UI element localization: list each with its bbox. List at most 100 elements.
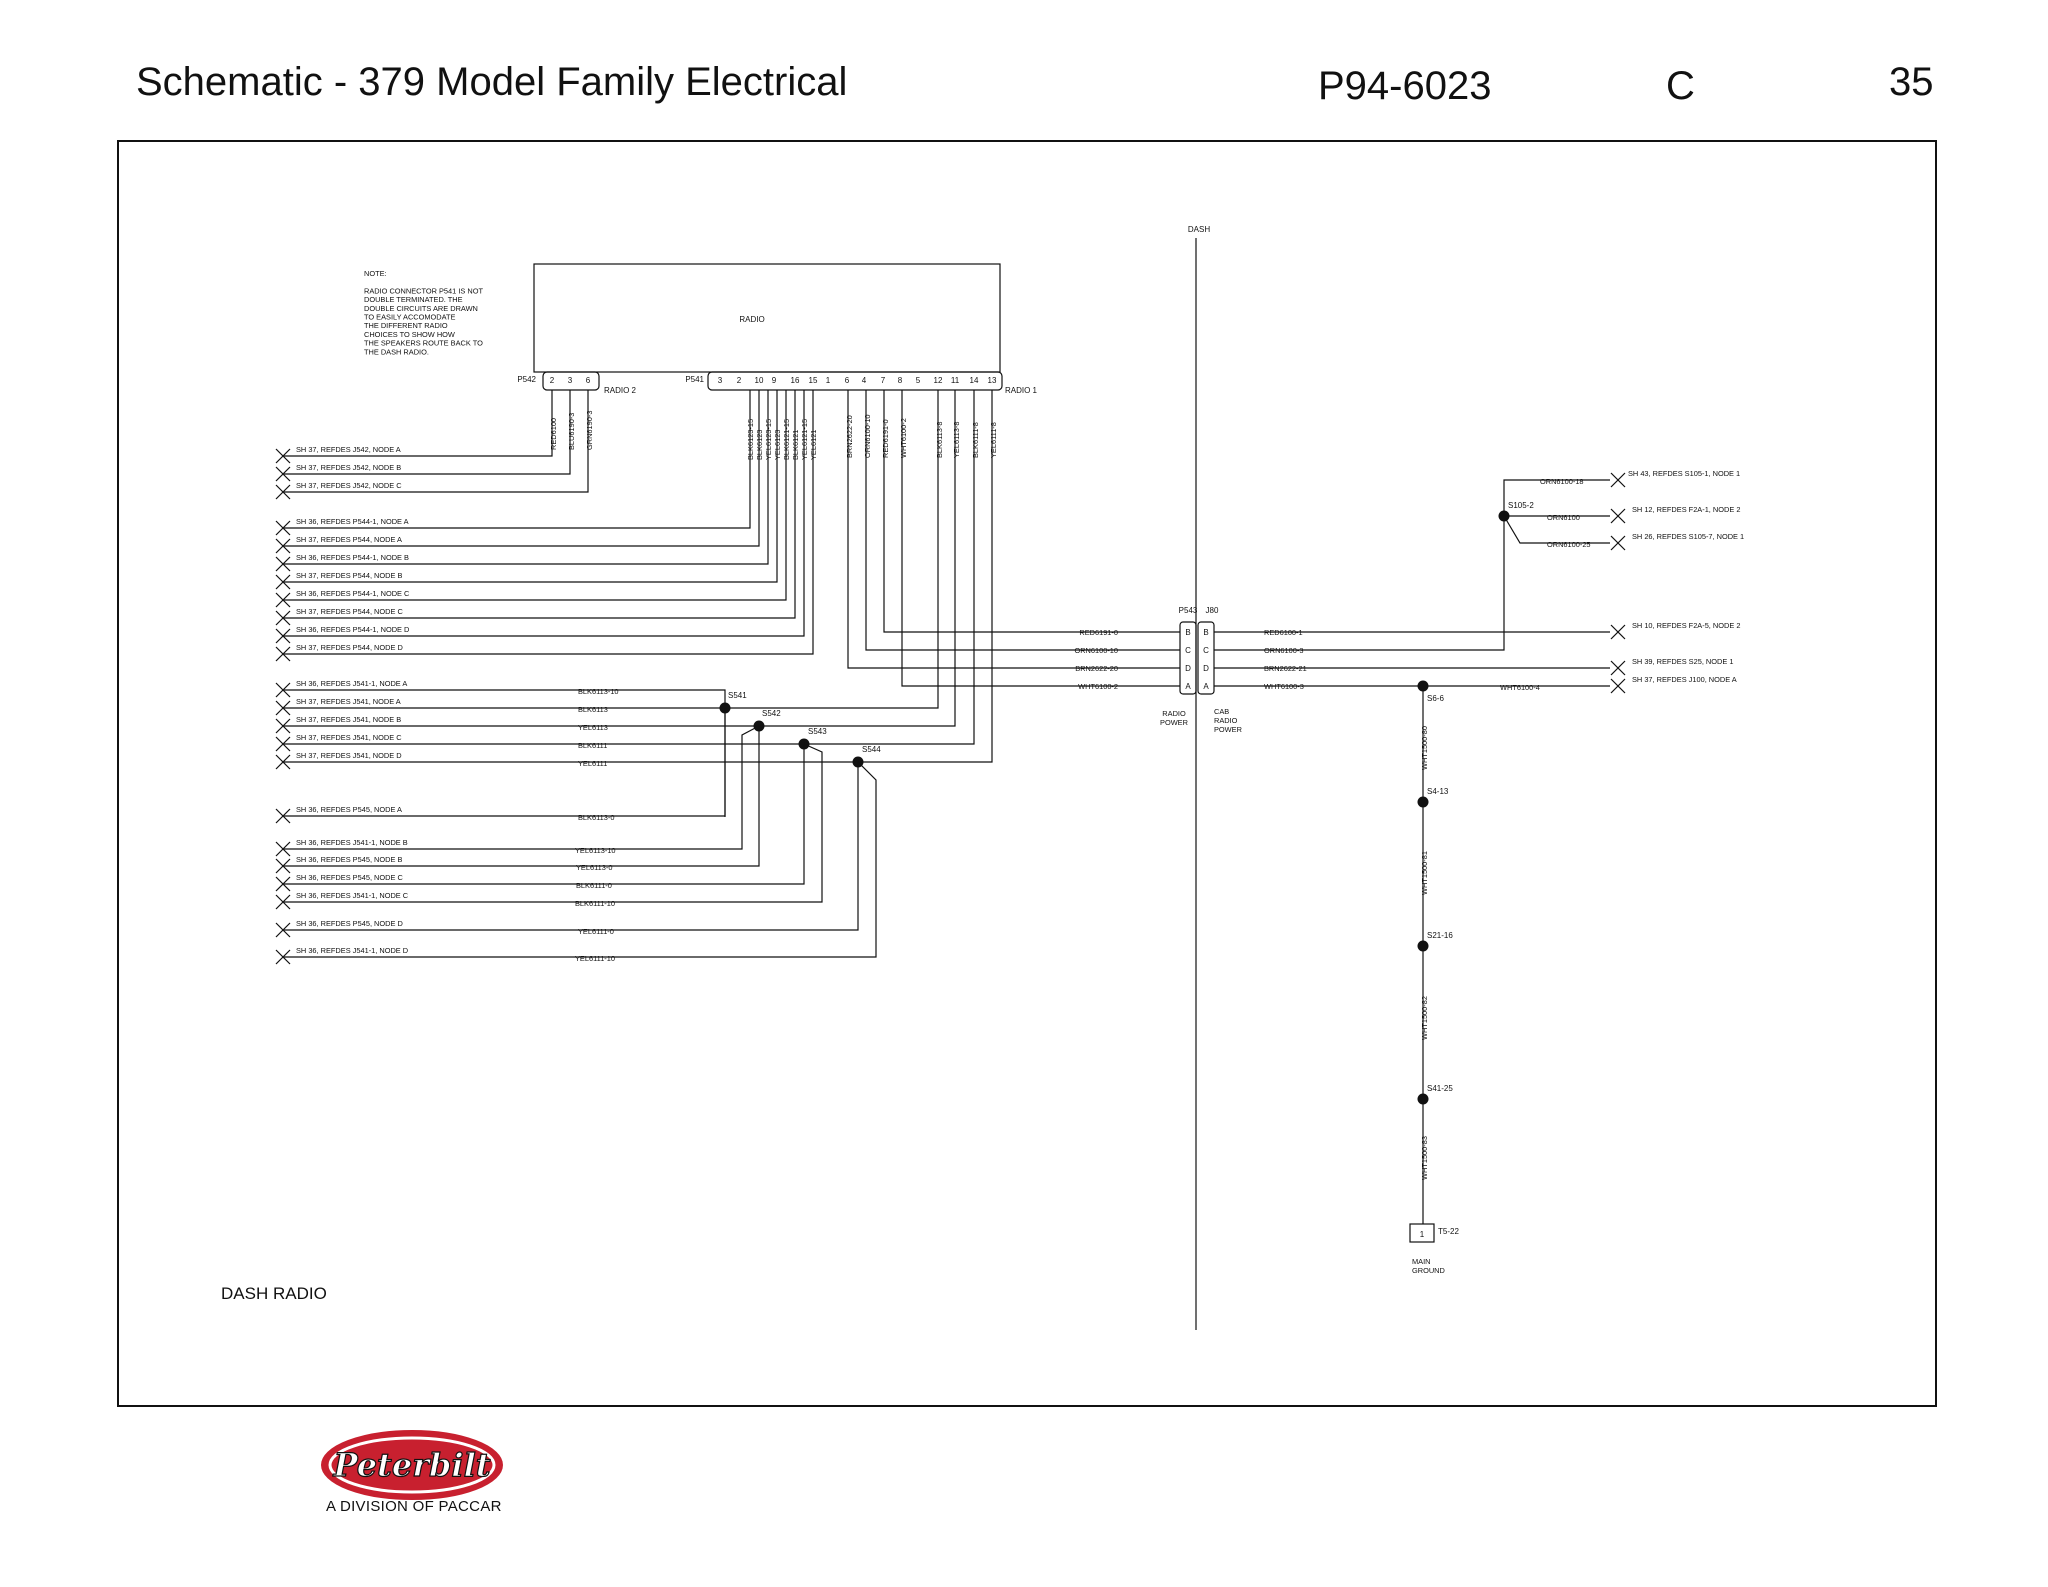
p541-speaker-wire xyxy=(284,390,805,637)
vertical-wire-label: GRN6190-3 xyxy=(585,411,594,450)
ground-wire-label: WHT1500-83 xyxy=(1420,1136,1429,1180)
orn-wire xyxy=(1503,479,1610,516)
vertical-wire-label: YEL6111-8 xyxy=(989,422,998,458)
p541-pin: 12 xyxy=(934,376,943,385)
wire-end-x-icon xyxy=(1610,472,1626,488)
p543-connector xyxy=(1179,621,1197,695)
radio-power-label: POWER xyxy=(1160,718,1188,727)
p541-pin: 4 xyxy=(862,376,867,385)
wire-end-x-icon xyxy=(275,592,291,608)
left-ref-label: SH 37, REFDES J541, NODE A xyxy=(296,697,401,706)
section-label: DASH RADIO xyxy=(221,1284,327,1303)
p541-pin: 16 xyxy=(791,376,800,385)
page-number: 35 xyxy=(1889,60,1934,104)
diagram-frame xyxy=(117,140,1937,1407)
power-wire xyxy=(1214,516,1505,651)
left-ref-label: SH 37, REFDES P544, NODE A xyxy=(296,535,402,544)
vertical-wire-label: BLU6190-3 xyxy=(567,413,576,450)
p541-pin: 1 xyxy=(826,376,831,385)
x-stroke xyxy=(275,448,291,464)
speaker-wire-label: YEL6113 xyxy=(578,723,608,732)
left-ref-label: SH 36, REFDES P545, NODE B xyxy=(296,855,402,864)
radio2-label: RADIO 2 xyxy=(604,386,637,395)
ground-wire-label: WHT1500-82 xyxy=(1420,996,1429,1040)
speaker-wire xyxy=(284,390,993,763)
p542-connector xyxy=(542,371,600,391)
x-stroke xyxy=(275,922,291,938)
p543-label: P543 xyxy=(1179,606,1198,615)
wire-end-x-icon xyxy=(275,520,291,536)
vertical-wire-label: BLK6121 xyxy=(791,430,800,460)
wire-end-x-icon xyxy=(275,646,291,662)
extra-wire-label: WHT6100-4 xyxy=(1500,683,1540,692)
note-line: THE DIFFERENT RADIO xyxy=(364,321,448,330)
wire-end-x-icon xyxy=(275,610,291,626)
speaker-wire-label: YEL6111-10 xyxy=(575,954,615,963)
p542-wire xyxy=(284,390,571,475)
splice-label: S105-2 xyxy=(1508,501,1534,510)
p541-pin: 15 xyxy=(809,376,818,385)
speaker-wire-label: YEL6111-0 xyxy=(578,927,614,936)
vertical-wire-label: BLK6123 xyxy=(755,430,764,460)
wire-end-x-icon xyxy=(275,538,291,554)
x-stroke xyxy=(1610,508,1626,524)
power-left-wire-label: ORN6100-10 xyxy=(1074,646,1118,655)
j80-pin: B xyxy=(1203,628,1208,637)
ground-splice xyxy=(1417,940,1429,952)
wire-end-x-icon xyxy=(275,484,291,500)
ground-wire-label: WHT1500-80 xyxy=(1420,726,1429,770)
x-stroke xyxy=(275,682,291,698)
splice-label: S543 xyxy=(808,727,827,736)
p542-pin: 3 xyxy=(568,376,573,385)
speaker-wire-label: YEL6113-10 xyxy=(575,846,616,855)
x-stroke xyxy=(275,538,291,554)
p541-speaker-wire xyxy=(284,390,796,619)
x-stroke xyxy=(275,754,291,770)
x-stroke xyxy=(275,610,291,626)
vertical-wire-label: YEL6121-15 xyxy=(800,419,809,460)
power-wire xyxy=(901,390,1180,687)
left-ref-label: SH 36, REFDES J541-1, NODE D xyxy=(296,946,408,955)
power-left-wire-label: WHT6100-2 xyxy=(1078,682,1118,691)
p541-pin: 10 xyxy=(755,376,764,385)
speaker-wire xyxy=(284,762,859,931)
speaker-wire xyxy=(284,725,760,850)
left-ref-label: SH 36, REFDES P545, NODE C xyxy=(296,873,403,882)
left-ref-label: SH 37, REFDES J541, NODE C xyxy=(296,733,402,742)
left-ref-label: SH 37, REFDES P544, NODE C xyxy=(296,607,403,616)
power-wire xyxy=(847,390,1180,669)
right-ref-label: SH 43, REFDES S105-1, NODE 1 xyxy=(1628,469,1740,478)
speaker-wire xyxy=(284,390,975,745)
vertical-wire-label: RED6100 xyxy=(549,418,558,450)
vertical-wire-label: YEL6123 xyxy=(773,430,782,460)
x-stroke xyxy=(1610,535,1626,551)
cab-radio-power-label: CAB xyxy=(1214,707,1229,716)
right-ref-label: SH 37, REFDES J100, NODE A xyxy=(1632,675,1737,684)
power-right-wire-label: WHT6100-3 xyxy=(1264,682,1304,691)
note-line: DOUBLE CIRCUITS ARE DRAWN xyxy=(364,304,478,313)
note-line: THE DASH RADIO. xyxy=(364,347,429,356)
x-stroke xyxy=(1610,678,1626,694)
wire-end-x-icon xyxy=(1610,624,1626,640)
right-ref-label: SH 12, REFDES F2A-1, NODE 2 xyxy=(1632,505,1740,514)
speaker-wire xyxy=(284,708,726,817)
speaker-wire-label: BLK6111-10 xyxy=(575,899,615,908)
p542-wire xyxy=(284,390,589,493)
wire-end-x-icon xyxy=(275,574,291,590)
note-line: THE SPEAKERS ROUTE BACK TO xyxy=(364,339,483,348)
ground-splice xyxy=(1417,1093,1429,1105)
p541-speaker-wire xyxy=(284,390,769,565)
p541-speaker-wire xyxy=(284,390,751,529)
p541-speaker-wire xyxy=(284,390,787,601)
logo-inner-ring xyxy=(328,1436,496,1494)
vertical-wire-label: BLK6113-8 xyxy=(935,422,944,458)
x-stroke xyxy=(1610,472,1626,488)
ground-splice xyxy=(1417,796,1429,808)
vertical-wire-label: BLK6121-15 xyxy=(782,419,791,460)
p541-speaker-wire xyxy=(284,390,814,655)
note-line: NOTE: xyxy=(364,269,387,278)
p543-pin: C xyxy=(1185,646,1191,655)
speaker-wire-label: BLK6113-10 xyxy=(578,687,619,696)
j80-pin: C xyxy=(1203,646,1209,655)
